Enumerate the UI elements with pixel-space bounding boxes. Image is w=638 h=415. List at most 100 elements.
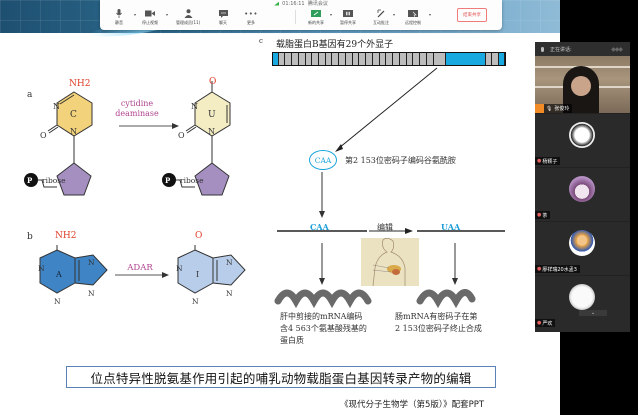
caa-codon-circle: CAA <box>309 150 337 170</box>
liver-mrna-text: 肝中剪接的mRNA编码 含4 563个氨基酸残基的 蛋白质 <box>280 311 367 347</box>
new-share-button[interactable]: 新的共享 <box>308 9 324 29</box>
more-label: 更多 <box>247 20 255 25</box>
signal-icon <box>274 1 280 6</box>
participant-panel: 正在讲话: ◆◆◆ 🎙 张俊玲 ●杨颖子 ●茶 ●廖祥瑞20水孟3 ⌄ ●严欢 <box>535 42 630 332</box>
meeting-time: 01:16:11 <box>282 1 305 7</box>
participant-tile[interactable]: ●茶 <box>535 167 630 221</box>
members-button[interactable]: 管理成员(11) <box>176 9 200 29</box>
participant-tile[interactable]: ●廖祥瑞20水孟3 <box>535 221 630 275</box>
participant-name-tag: ●杨颖子 <box>535 157 561 165</box>
exon-segment <box>312 53 320 65</box>
exon-segment <box>278 53 286 65</box>
screen-share-icon <box>311 9 321 18</box>
atom-n-a3: N <box>191 102 198 111</box>
panel-a-reaction <box>24 81 231 196</box>
annotate-caret-icon[interactable]: ▾ <box>393 12 396 17</box>
meeting-app-label: 腾讯会议 <box>307 1 328 7</box>
speaker-name: 张俊玲 <box>554 106 570 112</box>
exon-segment <box>498 53 505 65</box>
speaker-video[interactable]: 🎙 张俊玲 <box>535 56 630 113</box>
panel-b-reaction <box>39 245 246 294</box>
participant-name-tag: ●严欢 <box>535 319 556 327</box>
avatar <box>569 230 595 256</box>
remote-control-label: 远程控制 <box>405 20 421 25</box>
amino-group-b: NH2 <box>55 231 77 241</box>
oxo-group-b: O <box>195 231 203 241</box>
mic-muted-icon: ● <box>537 158 542 164</box>
speaking-label: 正在讲话: <box>550 46 572 53</box>
intestine-mrna-text: 肠mRNA有密码子在第 2 153位密码子终止合成 <box>395 311 482 335</box>
avatar <box>569 122 595 148</box>
end-share-button[interactable]: 结束共享 <box>457 8 487 22</box>
annotate-label: 互动批注 <box>373 20 389 25</box>
pen-icon <box>376 9 386 18</box>
more-icon: ••• <box>244 9 258 18</box>
atom-n-b4: N <box>88 289 95 298</box>
new-share-caret-icon[interactable]: ▾ <box>330 12 333 17</box>
exon-segment <box>339 53 346 65</box>
exon-segment <box>352 53 360 65</box>
exon-segment <box>433 53 447 65</box>
exon-segment <box>420 53 427 65</box>
participant-name: 严欢 <box>542 320 553 327</box>
liver-protein-chain <box>274 289 372 309</box>
anatomy-illustration <box>361 238 419 286</box>
speaking-header: 正在讲话: ◆◆◆ <box>535 42 630 56</box>
avatar <box>569 176 595 202</box>
panel-a-label: a <box>27 90 33 100</box>
uridine-base-label: U <box>208 110 216 120</box>
cytidine-base-label: C <box>70 110 77 120</box>
participant-name-tag: ●廖祥瑞20水孟3 <box>535 265 580 273</box>
chevron-down-icon[interactable]: ⌄ <box>579 310 607 316</box>
book-reference: 《现代分子生物学（第5版）》配套PPT <box>340 400 485 410</box>
microphone-icon <box>114 9 124 18</box>
right-codon-label: UAA <box>441 222 461 232</box>
atom-n-b7: N <box>226 258 233 267</box>
exon-segment <box>359 53 367 65</box>
intestine-text-line-2: 2 153位密码子终止合成 <box>395 324 482 333</box>
atom-n-b2: N <box>54 297 61 306</box>
annotate-button[interactable]: 互动批注 <box>373 9 389 29</box>
mute-caret-icon[interactable]: ▾ <box>134 12 137 17</box>
phosphate-a <box>24 173 38 187</box>
video-caret-icon[interactable]: ▾ <box>166 12 169 17</box>
edit-label: 编辑 <box>377 223 393 232</box>
pause-share-button[interactable]: 暂停共享 <box>340 9 356 29</box>
exon-segment <box>492 53 499 65</box>
exon-segment <box>345 53 353 65</box>
exon-segment <box>485 53 493 65</box>
atom-n-b8: N <box>226 289 233 298</box>
exon-segment <box>406 53 414 65</box>
audio-wave-icon: ◆◆◆ <box>611 45 623 53</box>
participant-tile[interactable]: ●杨颖子 <box>535 113 630 167</box>
chat-button[interactable]: 聊天 <box>218 9 228 29</box>
remote-control-caret-icon[interactable]: ▾ <box>429 12 432 17</box>
remote-control-button[interactable]: 远程控制 <box>405 9 421 29</box>
chat-icon <box>218 9 228 18</box>
atom-o-a2: O <box>178 131 185 140</box>
participant-name: 廖祥瑞20水孟3 <box>542 266 577 273</box>
chat-label: 聊天 <box>219 20 227 25</box>
participant-tile[interactable]: ⌄ ●严欢 <box>535 275 630 329</box>
mute-label: 静音 <box>115 20 123 25</box>
mute-button[interactable]: 静音 <box>114 9 124 29</box>
participant-name-tag: ●茶 <box>535 211 551 219</box>
avatar <box>569 284 595 310</box>
new-share-label: 新的共享 <box>308 20 324 25</box>
more-button[interactable]: ••• 更多 <box>244 9 258 29</box>
video-button[interactable]: 停止视频 <box>142 9 158 29</box>
phosphate-b <box>162 173 176 187</box>
pause-icon <box>343 9 353 18</box>
inosine-imidazole <box>212 254 246 286</box>
phosphate-label-b: P <box>165 176 171 185</box>
ribose-label-b: ribose <box>180 176 204 185</box>
exon-segment <box>332 53 340 65</box>
exon-segment <box>393 53 400 65</box>
apob-gene-exon-map <box>272 52 506 66</box>
ribose-pentagon-b <box>194 162 230 196</box>
exon-segment <box>413 53 421 65</box>
exon-segment <box>285 53 293 65</box>
atom-n-a1: N <box>53 102 60 111</box>
exon-segment <box>426 53 434 65</box>
mic-small-icon: 🎙 <box>546 105 553 112</box>
